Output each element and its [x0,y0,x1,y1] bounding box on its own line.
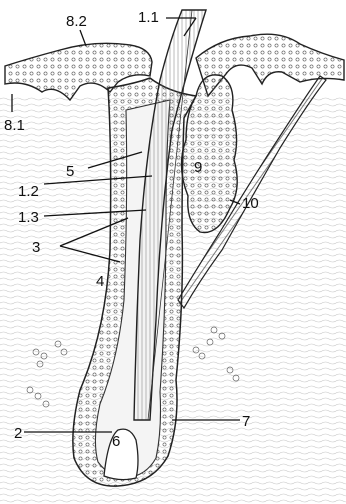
label-8-2: 8.2 [66,13,87,30]
label-3: 3 [32,239,40,256]
label-1-2: 1.2 [18,183,39,200]
label-6: 6 [112,433,120,450]
label-10: 10 [242,195,259,212]
label-2: 2 [14,425,22,442]
label-5: 5 [66,163,74,180]
label-4: 4 [96,273,104,290]
label-7: 7 [242,413,250,430]
label-1-3: 1.3 [18,209,39,226]
label-1-1: 1.1 [138,9,159,26]
label-9: 9 [194,159,202,176]
label-8-1: 8.1 [4,117,25,134]
